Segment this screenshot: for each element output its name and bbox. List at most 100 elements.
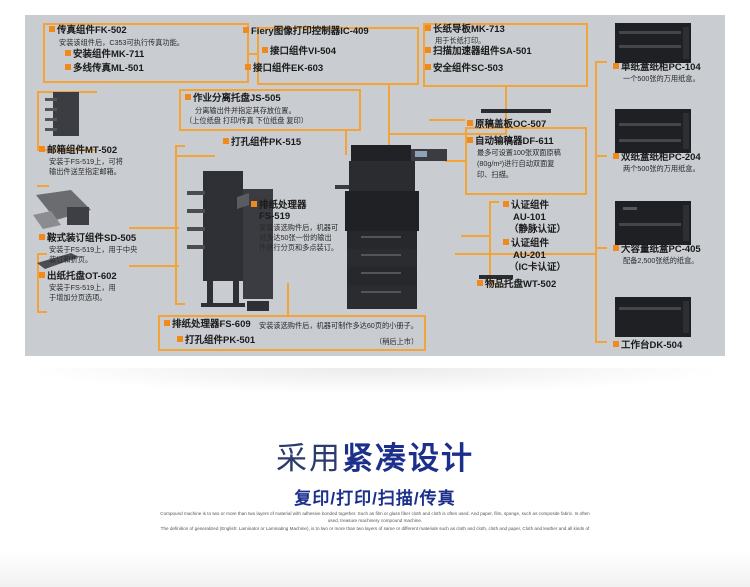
connector-line	[595, 341, 607, 343]
bullet-icon	[164, 320, 170, 326]
desc-pc104: 一个500张的万用纸盒。	[623, 74, 700, 83]
label-pc405: 大容量纸盒PC-405	[613, 244, 701, 256]
connector-line	[249, 53, 257, 55]
bullet-icon	[39, 234, 45, 240]
desc-fk502: 安装该组件后，C353可执行传真功能。	[59, 38, 184, 47]
connector-line	[461, 235, 489, 237]
fine-print-2: used, treasure machinery compound machin…	[327, 518, 423, 523]
label-pc104: 单纸盒纸柜PC-104	[613, 62, 701, 74]
connector-line	[595, 61, 607, 63]
bullet-icon	[467, 120, 473, 126]
label-fs519-2: FS-519	[259, 211, 291, 222]
label-fs519-1: 排纸处理器	[251, 200, 307, 212]
saddle-unit-image	[31, 185, 101, 235]
desc-df611-3: 印、扫描。	[477, 170, 513, 179]
label-mt502: 邮箱组件MT-502	[39, 145, 117, 157]
connector-line	[388, 133, 507, 135]
output-tray-image	[37, 249, 79, 271]
fine-print-3: The definition of generalized (English: …	[160, 526, 590, 531]
connector-line	[37, 185, 49, 187]
label-au201-1: 认证组件	[503, 238, 549, 250]
main-copier-image	[331, 115, 451, 315]
desc-fs519-2: 对多达50张一份的输出	[259, 233, 332, 242]
auth-outline	[489, 201, 499, 285]
label-mk713: 长纸导板MK-713	[425, 24, 505, 36]
bullet-icon	[262, 47, 268, 53]
label-ot602: 出纸托盘OT-602	[39, 271, 117, 283]
bullet-icon	[477, 280, 483, 286]
label-pc204: 双纸盒纸柜PC-204	[613, 152, 701, 164]
bullet-icon	[39, 272, 45, 278]
label-ek603: 接口组件EK-603	[245, 63, 323, 75]
label-fk502: 传真组件FK-502	[49, 25, 127, 37]
heading-thin: 采用	[276, 441, 342, 476]
label-vi504: 接口组件VI-504	[262, 46, 336, 58]
mailbox-unit-image	[43, 90, 89, 138]
bottom-fade	[0, 552, 750, 587]
desc-sd505-2: 装订和折页。	[49, 255, 93, 264]
bullet-icon	[65, 64, 71, 70]
bullet-icon	[243, 27, 249, 33]
desc-fs519-1: 安装该选购件后，机器可	[259, 223, 339, 232]
desc-js505-1: 分离输出件并指定其存放位置。	[195, 106, 296, 115]
label-js505: 作业分离托盘JS-505	[185, 93, 281, 105]
ot602-outline	[37, 253, 47, 313]
desc-df611-2: (80g/m²)进行自动双面复	[477, 159, 555, 168]
label-ic409: Fiery图像打印控制器IC-409	[243, 26, 369, 38]
label-dk504: 工作台DK-504	[613, 340, 682, 352]
connector-line	[129, 227, 179, 229]
label-mk711: 安装组件MK-711	[65, 49, 144, 61]
connector-line	[595, 247, 607, 249]
bullet-icon	[425, 47, 431, 53]
bullet-icon	[425, 64, 431, 70]
connector-line	[388, 133, 390, 153]
fine-print-1: Compound machine is to two or more than …	[160, 511, 590, 516]
connector-line	[595, 61, 597, 343]
label-df611: 自动输稿器DF-611	[467, 136, 554, 148]
controller-group-outline	[257, 27, 419, 85]
desc-fs609: 安装该选购件后，机器可制作多达60页的小册子。	[259, 321, 418, 330]
bullet-icon	[613, 63, 619, 69]
label-pk515: 打孔组件PK-515	[223, 137, 301, 149]
label-sa501: 扫描加速器组件SA-501	[425, 46, 532, 58]
connector-line	[595, 155, 607, 157]
label-au201-2: AU-201	[513, 250, 546, 261]
desc-mk713: 用于长纸打印。	[435, 36, 486, 45]
bullet-icon	[185, 94, 191, 100]
cabinet-pc204-image	[613, 107, 693, 155]
finisher-fs519-image	[185, 161, 251, 311]
bullet-icon	[177, 336, 183, 342]
cover-oc507-image	[481, 102, 551, 113]
label-au101-1: 认证组件	[503, 200, 549, 212]
finisher-fs609-image	[237, 179, 277, 313]
connector-line	[445, 160, 465, 162]
connector-line	[455, 253, 597, 255]
label-sd505: 鞍式装订组件SD-505	[39, 233, 136, 245]
bullet-icon	[49, 26, 55, 32]
desc-mt502-1: 安装于FS-519上，可将	[49, 157, 123, 166]
panel-shadow	[20, 368, 730, 394]
label-fs609: 排纸处理器FS-609	[164, 319, 251, 331]
desc-sd505-1: 安装于FS-519上，用于中央	[49, 245, 138, 254]
section-heading: 采用紧凑设计	[0, 440, 750, 478]
desk-dk504-image	[613, 295, 693, 339]
tray-wt502-image	[479, 268, 513, 279]
options-diagram: 传真组件FK-502 安装该组件后，C353可执行传真功能。 安装组件MK-71…	[25, 15, 725, 356]
connector-line	[287, 283, 289, 315]
label-au101-2: AU-101	[513, 212, 546, 223]
bullet-icon	[613, 153, 619, 159]
desc-df611-1: 最多可设置100张双面原稿	[477, 148, 561, 157]
bullet-icon	[245, 64, 251, 70]
connector-line	[129, 265, 179, 267]
fs609-outline	[158, 315, 426, 351]
finisher-bracket	[175, 145, 185, 305]
label-oc507: 原稿盖板OC-507	[467, 119, 546, 131]
bullet-icon	[65, 50, 71, 56]
bullet-icon	[223, 138, 229, 144]
bullet-icon	[39, 146, 45, 152]
cabinet-pc104-image	[613, 21, 693, 65]
bullet-icon	[503, 201, 509, 207]
desc-ot602-2: 于增加分页选项。	[49, 293, 107, 302]
df611-outline	[465, 127, 587, 195]
desc-js505-2: （上位纸盘 打印/传真 下位纸盘 复印）	[185, 116, 308, 125]
